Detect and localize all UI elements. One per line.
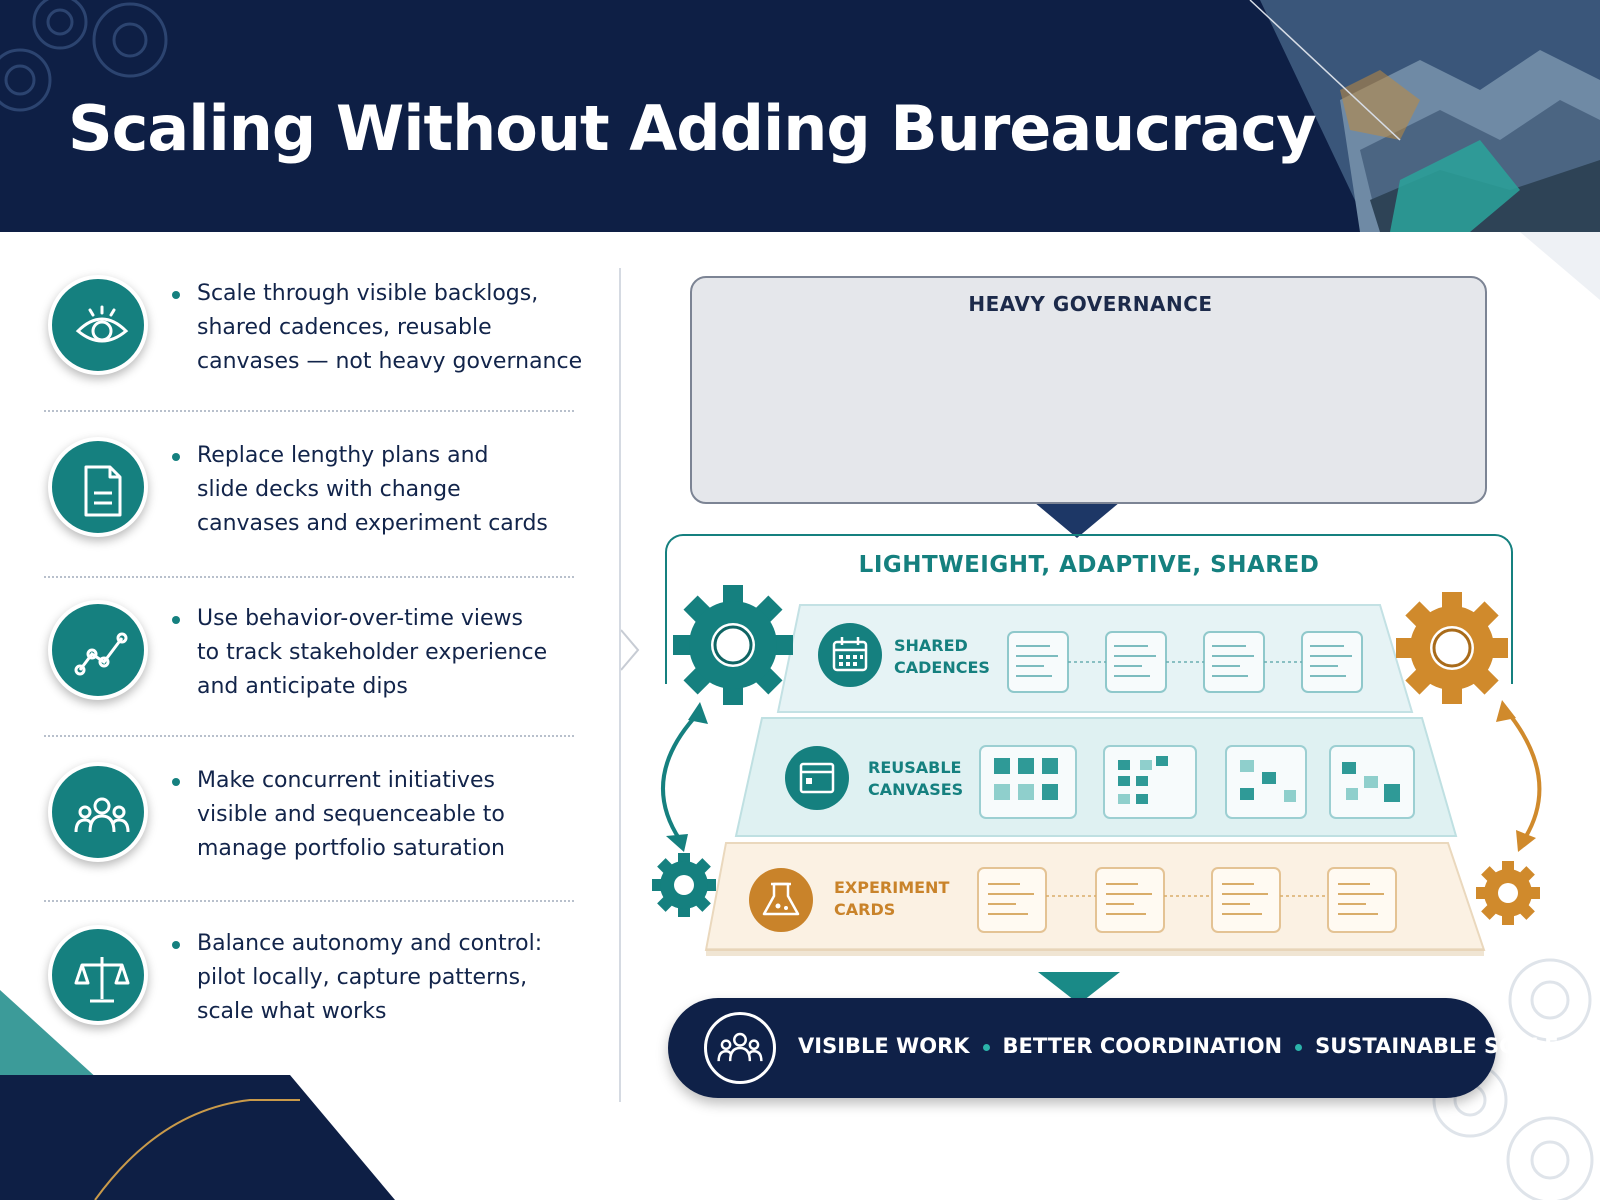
cadence-card: [1007, 631, 1069, 693]
eye-icon: [48, 275, 148, 375]
header-decoration: [0, 0, 1600, 232]
adaptive-frame: [665, 534, 1513, 684]
canvas-card: [1103, 745, 1197, 819]
layer-label-reusable-canvases: REUSABLE CANVASES: [868, 758, 964, 799]
divider: [44, 735, 574, 737]
heavy-governance-panel: HEAVY GOVERNANCE: [690, 276, 1487, 504]
experiment-card: [977, 867, 1047, 933]
bullet-dot: [172, 778, 180, 786]
bullet-dot: [172, 453, 180, 461]
divider: [44, 576, 574, 578]
governance-title: HEAVY GOVERNANCE: [968, 292, 1213, 316]
canvas-card: [1329, 745, 1415, 819]
bullet-dot: [172, 941, 180, 949]
list-item: Replace lengthy plans and slide decks wi…: [40, 437, 580, 577]
outcome-visible-work: VISIBLE WORK: [798, 1034, 970, 1058]
bullet-text: Make concurrent initiatives visible and …: [197, 768, 505, 861]
document-icon: [48, 437, 148, 537]
outcome-sustainable-scale: SUSTAINABLE SCALE: [1315, 1034, 1559, 1058]
people-group-icon: [48, 762, 148, 862]
cycle-arrow-icon: [660, 716, 696, 842]
canvas-board-icon: [785, 746, 849, 810]
bullet-text: Balance autonomy and control: pilot loca…: [197, 931, 543, 1024]
trend-line-icon: [48, 600, 148, 700]
list-item: Scale through visible backlogs, shared c…: [40, 275, 582, 415]
gear-icon: [652, 853, 716, 917]
header-banner: Scaling Without Adding Bureaucracy: [0, 0, 1600, 232]
gear-icon: [673, 585, 793, 705]
flask-icon: [749, 868, 813, 932]
cycle-arrow-icon: [1508, 713, 1542, 840]
experiment-card: [1211, 867, 1281, 933]
layer-label-experiment-cards: EXPERIMENT CARDS: [834, 878, 950, 919]
outcomes-bar: VISIBLE WORK BETTER COORDINATION SUSTAINAB…: [668, 998, 1559, 1098]
list-item: Use behavior-over-time views to track st…: [40, 600, 580, 740]
down-arrow-icon: [1038, 972, 1120, 1004]
column-divider: [619, 268, 621, 1102]
experiment-card: [1327, 867, 1397, 933]
list-item: Balance autonomy and control: pilot loca…: [40, 925, 580, 1065]
calendar-icon: [818, 623, 882, 687]
bullet-text: Scale through visible backlogs, shared c…: [197, 281, 583, 374]
canvas-card: [979, 745, 1077, 819]
canvas-card: [1225, 745, 1307, 819]
people-group-icon: [704, 1012, 776, 1084]
separator-dot: [982, 1043, 990, 1051]
divider: [44, 410, 574, 412]
list-item: Make concurrent initiatives visible and …: [40, 762, 580, 902]
gear-icon: [0, 0, 168, 112]
outcome-better-coordination: BETTER COORDINATION: [1002, 1034, 1283, 1058]
experiment-card: [1095, 867, 1165, 933]
bullet-text: Replace lengthy plans and slide decks wi…: [197, 443, 548, 536]
layer-label-shared-cadences: SHARED CADENCES: [894, 636, 990, 677]
mountain-landscape-icon: [1249, 0, 1600, 232]
outcomes-labels: VISIBLE WORK BETTER COORDINATION SUSTAINAB…: [798, 1034, 1559, 1058]
adaptive-title: LIGHTWEIGHT, ADAPTIVE, SHARED: [858, 552, 1320, 578]
separator-dot: [1295, 1043, 1303, 1051]
gear-icon: [1476, 861, 1540, 925]
divider: [44, 900, 574, 902]
bullet-text: Use behavior-over-time views to track st…: [197, 606, 548, 699]
bullet-dot: [172, 291, 180, 299]
bullet-dot: [172, 616, 180, 624]
page-title: Scaling Without Adding Bureaucracy: [68, 92, 1317, 165]
cadence-card: [1105, 631, 1167, 693]
balance-scale-icon: [48, 925, 148, 1025]
